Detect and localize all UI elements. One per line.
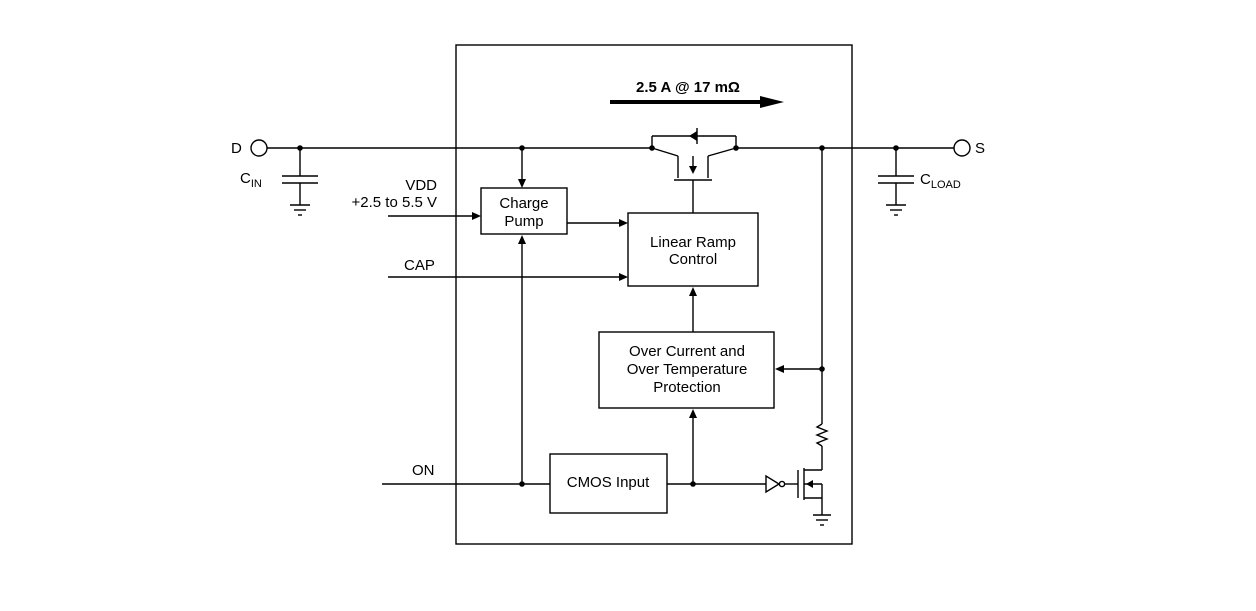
svg-text:CMOS Input: CMOS Input xyxy=(567,474,650,491)
current-rating-label: 2.5 A @ 17 mΩ xyxy=(636,79,740,96)
svg-text:Control: Control xyxy=(669,251,717,268)
on-pin-label: ON xyxy=(412,462,435,479)
svg-text:Protection: Protection xyxy=(653,379,721,396)
protection-block: Over Current and Over Temperature Protec… xyxy=(598,331,775,409)
svg-text:Over Temperature: Over Temperature xyxy=(627,361,748,378)
cmos-input-block: CMOS Input xyxy=(549,453,668,514)
svg-text:Pump: Pump xyxy=(504,213,543,230)
chip-outline xyxy=(455,44,853,545)
pulldown-mosfet xyxy=(797,468,823,515)
power-mosfet xyxy=(651,128,737,213)
current-flow-arrow xyxy=(610,96,784,108)
cap-pin-label: CAP xyxy=(404,257,435,274)
vdd-range-label: +2.5 to 5.5 V xyxy=(352,194,437,211)
s-terminal xyxy=(953,139,971,157)
linear-ramp-control-block: Linear Ramp Control xyxy=(627,212,759,287)
cload-label: CLOAD xyxy=(920,171,961,191)
inverter-icon xyxy=(765,474,798,494)
svg-text:Charge: Charge xyxy=(499,195,548,212)
svg-text:Over Current and: Over Current and xyxy=(629,343,745,360)
d-pin-label: D xyxy=(231,140,242,157)
ground-icon xyxy=(886,204,906,216)
cin-capacitor xyxy=(282,148,318,205)
ground-icon xyxy=(290,204,310,216)
cin-label: CIN xyxy=(240,170,262,190)
vdd-pin-label: VDD xyxy=(405,177,437,194)
ground-icon xyxy=(813,514,831,526)
s-pin-label: S xyxy=(975,140,985,157)
svg-text:Linear Ramp: Linear Ramp xyxy=(650,234,736,251)
charge-pump-block: Charge Pump xyxy=(480,187,568,235)
d-terminal xyxy=(250,139,268,157)
pulldown-resistor xyxy=(815,423,829,447)
cload-capacitor xyxy=(878,148,914,205)
